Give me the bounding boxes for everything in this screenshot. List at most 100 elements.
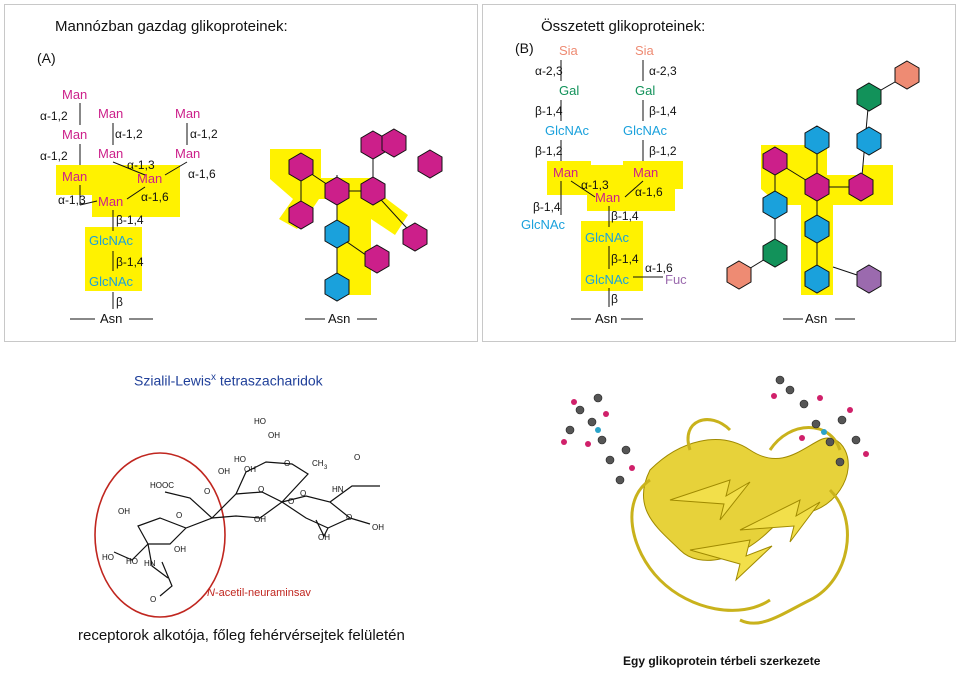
carbon-atom [811,419,821,429]
glcnac-hexagon [804,264,830,294]
fuc-hexagon [856,264,882,294]
man-label: Man [98,194,123,209]
bond-line [137,491,214,545]
glycan-oxygens-right [771,393,869,457]
gal-hexagon [762,238,788,268]
man-label: Man [62,169,87,184]
glcnac-label: GlcNAc [623,123,668,138]
atom-label: HO [254,417,266,426]
atom-label: O [346,513,352,522]
glcnac-label: GlcNAc [89,274,134,289]
atom-label: HOOC [150,481,174,490]
nana-italic: N [207,587,215,599]
asn-label: Asn [100,311,122,326]
link-line [570,180,596,198]
linkage-label: α-1,6 [188,167,216,181]
carbon-atom [837,415,847,425]
atom-label: OH [174,545,186,554]
glycan-oxygens-left [561,399,635,471]
glcnac-hexagon [804,125,830,155]
linkage-label: β-1,4 [611,209,639,223]
glcnac-hexagon [804,214,830,244]
structure-caption: Egy glikoprotein térbeli szerkezete [623,654,821,668]
man-hexagon [402,222,428,252]
man-label: Man [98,106,123,121]
man-hexagon [324,176,350,206]
glycan-atoms-right [775,375,861,467]
carbon-atom [775,375,785,385]
linkage-label: β-1,4 [116,255,144,269]
linkage-label: α-1,2 [115,127,143,141]
man-hexagon [360,130,386,160]
linkage-label: α-1,6 [635,185,663,199]
atom-label: OH [318,533,330,542]
atom-label: OH [372,523,384,532]
oxygen-atom [571,399,577,405]
linkage-label: β-1,4 [116,213,144,227]
linkage-label: β-1,2 [649,144,677,158]
glcnac-hexagon [324,219,350,249]
sia-hexagon [894,60,920,90]
asn-label: Asn [328,311,350,326]
atom-label: HN [144,559,156,568]
sia-label: Sia [559,43,579,58]
oxygen-atom [771,393,777,399]
man-hexagon [848,172,874,202]
carbon-atom [835,457,845,467]
link-line [126,186,146,200]
lewis-caption: receptorok alkotója, főleg fehérvérsejte… [78,627,405,644]
man-hexagon [804,172,830,202]
loop [630,478,771,612]
sialyl-lewis-structure: HO OH HO OH OH O CH 3 O HOOC O O O HN O … [94,417,384,618]
atom-label: 3 [324,465,328,471]
bond-line [147,543,169,579]
carbon-atom [565,425,575,435]
ribbon-body [643,437,849,561]
oxygen-atom [799,435,805,441]
title-main: Szialil-Lewis [134,372,212,389]
highlight-block [623,161,683,189]
loop [739,488,849,625]
carbon-atom [605,455,615,465]
atom-label: OH [244,465,256,474]
bond-line [349,517,371,525]
man-hexagon [360,176,386,206]
oxygen-atom [629,465,635,471]
oxygen-atom [863,451,869,457]
glcnac-hexagon [762,190,788,220]
carbon-atom [587,417,597,427]
oxygen-atom [817,395,823,401]
glycan-nitrogens [595,427,827,435]
glcnac-hexagon [856,126,882,156]
link-line [112,161,146,176]
linkage-label: α-1,3 [127,158,155,172]
man-label: Man [175,106,200,121]
atom-label: O [288,497,294,506]
glcnac-hexagon [324,272,350,302]
linkage-label: β-1,4 [533,200,561,214]
nana-highlight-circle [94,452,226,618]
link-line [79,200,98,206]
linkage-label: α-1,2 [190,127,218,141]
atom-label: OH [218,467,230,476]
man-label: Man [595,190,620,205]
linkage-label: β [611,292,618,306]
man-hexagon [417,149,443,179]
man-hexagon [364,244,390,274]
bond-line [235,461,309,503]
glcnac-label: GlcNAc [545,123,590,138]
sia-hexagon [726,260,752,290]
highlight-block [581,221,643,291]
man-label: Man [175,146,200,161]
loop [686,418,732,451]
glcnac-label: GlcNAc [521,217,566,232]
gal-label: Gal [559,83,579,98]
oxygen-atom [561,439,567,445]
beta-strand [739,499,821,543]
panel-b-title: Összetett glikoproteinek: [541,18,706,35]
high-mannose-diagram: Man α-1,2 Man α-1,2 Man α-1,3 Man α-1,2 … [40,87,443,326]
protein-ribbon [643,437,849,582]
linkage-label: β [116,295,123,309]
linkage-label: α-2,3 [649,64,677,78]
linkage-label: α-1,6 [141,190,169,204]
